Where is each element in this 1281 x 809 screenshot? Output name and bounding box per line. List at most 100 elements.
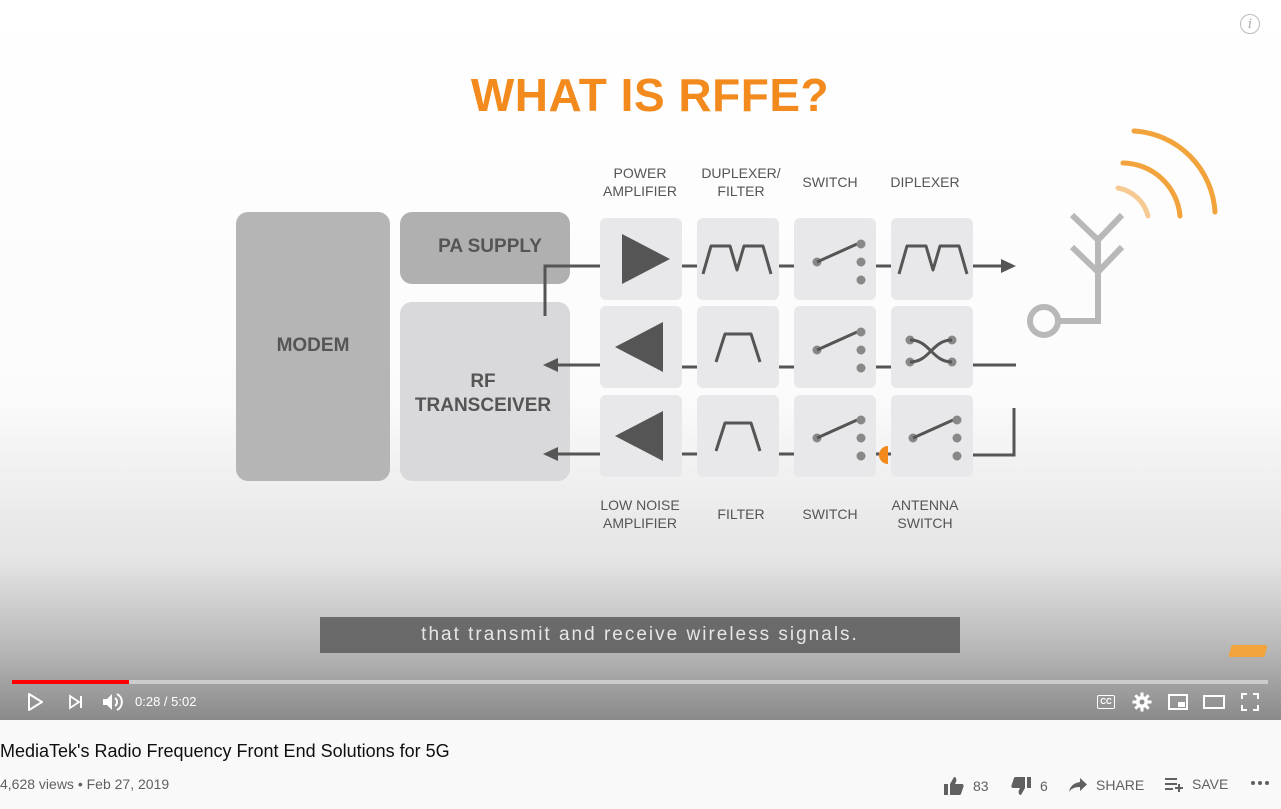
- closed-caption: that transmit and receive wireless signa…: [320, 617, 960, 653]
- label-power-amplifier: POWER AMPLIFIER: [603, 165, 677, 199]
- component-box: [697, 395, 779, 477]
- share-icon: [1069, 778, 1087, 792]
- view-count-date: 4,628 views • Feb 27, 2019: [0, 776, 170, 792]
- antenna-switch-icon-contact: [952, 451, 962, 461]
- theater-button[interactable]: [1202, 688, 1226, 716]
- save-button[interactable]: SAVE: [1164, 776, 1228, 792]
- component-box: [794, 306, 876, 388]
- switch-icon-contact: [856, 275, 866, 285]
- wireless-signal-icon: [1115, 128, 1218, 219]
- switch-icon-contact: [856, 345, 866, 355]
- dislike-count: 6: [1040, 778, 1048, 794]
- miniplayer-icon: [1168, 694, 1188, 710]
- modem-block: [236, 212, 390, 481]
- connector-dot: [879, 446, 888, 464]
- label-filter: FILTER: [717, 506, 765, 522]
- amplifier-icon: [622, 234, 670, 284]
- info-icon[interactable]: i: [1240, 14, 1260, 34]
- time-separator: /: [160, 694, 172, 709]
- label-duplexer-filter: DUPLEXER/ FILTER: [701, 165, 781, 199]
- progress-bar[interactable]: [12, 680, 1268, 684]
- gear-icon: [1132, 692, 1152, 712]
- like-count: 83: [973, 778, 989, 794]
- view-count: 4,628 views: [0, 776, 74, 792]
- switch-icon-arm: [816, 418, 858, 440]
- arrow-rx2: [543, 447, 558, 461]
- play-icon: [28, 693, 43, 711]
- playlist-add-icon: [1165, 778, 1183, 792]
- time-current: 0:28: [135, 694, 161, 709]
- wire-pa-supply: [543, 264, 600, 316]
- share-button[interactable]: SHARE: [1068, 776, 1144, 794]
- switch-icon-contact: [856, 239, 866, 249]
- theater-icon: [1203, 695, 1225, 709]
- antenna-icon: [1027, 212, 1125, 338]
- subtitles-button[interactable]: CC: [1095, 688, 1117, 716]
- rf-transceiver-label: RF TRANSCEIVER: [414, 371, 552, 416]
- video-frame: [236, 128, 1218, 481]
- component-box: [891, 395, 973, 477]
- label-switch-bottom: SWITCH: [802, 506, 858, 522]
- filter-icon: [714, 332, 762, 363]
- filter-icon: [714, 421, 762, 452]
- settings-button[interactable]: [1130, 688, 1154, 716]
- miniplayer-button[interactable]: [1167, 688, 1189, 716]
- component-box: [891, 306, 973, 388]
- diplexer-icon: [897, 244, 969, 275]
- label-low-noise-amplifier: LOW NOISE AMPLIFIER: [600, 497, 680, 531]
- switch-icon-contact: [856, 415, 866, 425]
- antenna-switch-icon-contact: [952, 415, 962, 425]
- upload-date: Feb 27, 2019: [86, 776, 170, 792]
- volume-icon: [103, 693, 123, 711]
- low-noise-amplifier-icon: [615, 322, 663, 372]
- component-box: [697, 306, 779, 388]
- switch-icon-contact: [856, 451, 866, 461]
- like-button[interactable]: 83: [943, 776, 989, 796]
- antenna-switch-icon-arm: [912, 418, 954, 440]
- modem-label: MODEM: [276, 335, 350, 356]
- next-icon: [69, 694, 82, 710]
- dislike-button[interactable]: 6: [1010, 776, 1048, 796]
- time-display: 0:28 / 5:02: [135, 694, 196, 709]
- share-label: SHARE: [1096, 777, 1145, 793]
- time-total: 5:02: [171, 694, 197, 709]
- wire-rx2-in: [973, 408, 1016, 457]
- progress-fill: [12, 680, 129, 684]
- next-button[interactable]: [64, 688, 88, 716]
- component-box: [891, 218, 973, 300]
- switch-icon-contact: [856, 433, 866, 443]
- more-horizontal-icon: [1251, 781, 1269, 785]
- antenna-switch-icon-contact: [952, 433, 962, 443]
- rf-transceiver-block: [400, 302, 570, 481]
- switch-icon-contact: [856, 257, 866, 267]
- more-actions-button[interactable]: [1250, 780, 1270, 786]
- thumbs-up-icon: [944, 777, 964, 795]
- label-switch-top: SWITCH: [802, 174, 858, 190]
- pa-supply-block: [400, 212, 570, 284]
- label-diplexer: DIPLEXER: [890, 174, 960, 190]
- volume-button[interactable]: [100, 688, 124, 716]
- cc-icon: CC: [1097, 695, 1115, 709]
- switch-icon-arm: [816, 330, 858, 352]
- cross-path: [909, 338, 953, 364]
- component-box: [794, 218, 876, 300]
- component-icons: [615, 234, 969, 461]
- switch-icon-contact: [856, 327, 866, 337]
- fullscreen-icon: [1241, 693, 1259, 711]
- low-noise-amplifier-icon: [615, 411, 663, 461]
- save-label: SAVE: [1192, 776, 1229, 792]
- switch-icon-contact: [856, 363, 866, 373]
- pa-supply-label: PA SUPPLY: [438, 236, 542, 257]
- play-button[interactable]: [22, 688, 48, 716]
- brand-watermark: [1228, 645, 1268, 657]
- thumbs-down-icon: [1011, 777, 1031, 795]
- video-title: MediaTek's Radio Frequency Front End Sol…: [0, 741, 450, 761]
- arrow-tx-out: [1001, 259, 1016, 273]
- component-box: [794, 395, 876, 477]
- video-player[interactable]: WHAT IS RFFE? POWER AMPLIFIER DUPLEXER/ …: [0, 0, 1281, 720]
- label-antenna-switch: ANTENNA SWITCH: [891, 497, 959, 531]
- fullscreen-button[interactable]: [1239, 688, 1261, 716]
- video-heading: WHAT IS RFFE?: [470, 69, 830, 121]
- component-box: [697, 218, 779, 300]
- signal-wires: [543, 259, 1016, 464]
